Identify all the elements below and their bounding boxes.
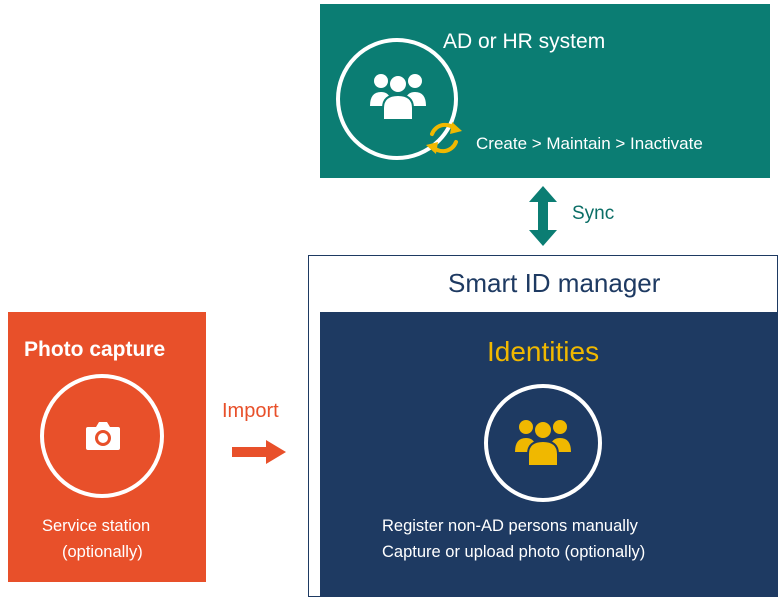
service-station-text: Service station — [42, 517, 151, 535]
camera-icon — [86, 422, 120, 450]
identities-title: Identities — [487, 336, 600, 367]
photo-capture-title: Photo capture — [24, 338, 166, 361]
sync-label: Sync — [572, 203, 615, 224]
lifecycle-text: Create > Maintain > Inactivate — [476, 134, 703, 153]
double-arrow-vertical-icon — [529, 186, 557, 246]
optionally-text: (optionally) — [62, 543, 143, 561]
ad-system-title: AD or HR system — [443, 30, 606, 53]
identities-photo-text: Capture or upload photo (optionally) — [382, 543, 646, 561]
photo-circle — [40, 374, 164, 498]
people-group-icon — [370, 74, 426, 121]
people-group-icon — [515, 420, 571, 467]
arrow-right-icon — [232, 440, 286, 464]
identities-circle — [484, 384, 602, 502]
sync-cycle-icon — [426, 122, 462, 154]
ad-circle — [336, 38, 458, 160]
import-label: Import — [222, 400, 279, 422]
identities-register-text: Register non-AD persons manually — [382, 517, 638, 535]
smart-id-manager-title: Smart ID manager — [448, 268, 661, 298]
